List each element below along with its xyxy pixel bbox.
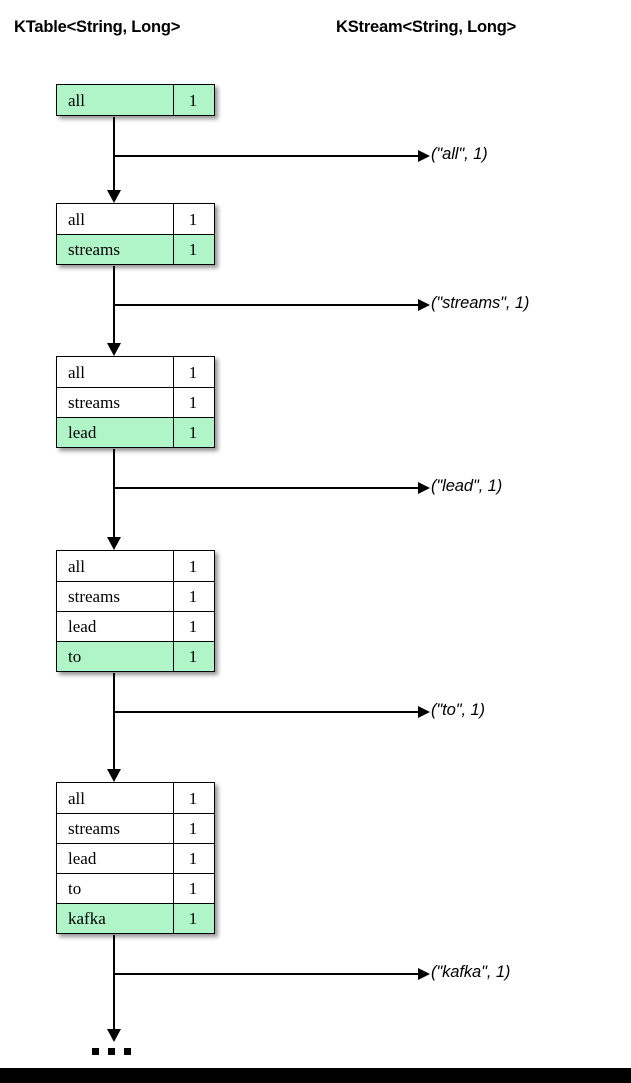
table-cell-value: 1 [188, 90, 198, 110]
connector-horizontal-line [114, 304, 420, 306]
table-cell-key: to [57, 874, 174, 903]
arrow-right-icon [418, 149, 430, 162]
column-header-kstream: KStream<String, Long> [336, 18, 517, 36]
arrow-down-icon [107, 537, 121, 550]
table-cell-value: 1 [188, 209, 198, 229]
arrow-down-icon [107, 1029, 121, 1042]
table-row: kafka 1 [57, 903, 214, 933]
table-cell-value: 1 [188, 909, 198, 928]
kstream-record-label: ("kafka", 1) [431, 963, 511, 982]
table-cell-key: all [57, 357, 174, 387]
arrow-down-icon [107, 769, 121, 782]
column-header-ktable: KTable<String, Long> [14, 18, 181, 36]
table-cell-value: 1 [188, 423, 198, 442]
table-row: all 1 [57, 783, 214, 813]
ellipsis-dot [108, 1048, 115, 1055]
connector-horizontal-line [114, 487, 420, 489]
ellipsis-dot [124, 1048, 131, 1055]
kstream-record-label: ("lead", 1) [431, 477, 503, 496]
connector-horizontal-line [114, 711, 420, 713]
table-row: to 1 [57, 641, 214, 671]
ellipsis-icon [92, 1048, 131, 1055]
table-cell-key: streams [57, 235, 174, 264]
table-row: to 1 [57, 873, 214, 903]
table-cell-key: all [57, 85, 174, 115]
table-row: all 1 [57, 357, 214, 387]
table-cell-value: 1 [188, 393, 198, 412]
connector-vertical-line [113, 449, 115, 538]
table-cell-key: all [57, 783, 174, 813]
table-cell-key: kafka [57, 904, 174, 933]
table-cell-key: all [57, 551, 174, 581]
ktable-snapshot: all 1 streams 1 lead 1 [56, 356, 215, 448]
table-cell-value: 1 [188, 879, 198, 898]
connector-vertical-line [113, 935, 115, 1030]
table-cell-key: lead [57, 844, 174, 873]
ktable-snapshot: all 1 streams 1 lead 1 to 1 [56, 550, 215, 672]
table-row: lead 1 [57, 417, 214, 447]
table-row: streams 1 [57, 813, 214, 843]
ktable-snapshot: all 1 streams 1 [56, 203, 215, 265]
bottom-black-bar [0, 1068, 631, 1083]
table-cell-value: 1 [188, 617, 198, 636]
table-row: streams 1 [57, 234, 214, 264]
table-cell-key: lead [57, 612, 174, 641]
table-row: lead 1 [57, 611, 214, 641]
table-cell-value: 1 [188, 788, 198, 808]
arrow-right-icon [418, 481, 430, 494]
table-cell-key: streams [57, 388, 174, 417]
arrow-right-icon [418, 705, 430, 718]
ktable-snapshot: all 1 [56, 84, 215, 116]
connector-vertical-line [113, 117, 115, 191]
table-row: streams 1 [57, 581, 214, 611]
connector-horizontal-line [114, 155, 420, 157]
arrow-down-icon [107, 343, 121, 356]
kstream-record-label: ("all", 1) [431, 145, 488, 164]
table-cell-value: 1 [188, 849, 198, 868]
connector-vertical-line [113, 673, 115, 770]
arrow-right-icon [418, 967, 430, 980]
table-row: streams 1 [57, 387, 214, 417]
table-cell-key: streams [57, 582, 174, 611]
kstream-record-label: ("streams", 1) [431, 294, 530, 313]
table-cell-value: 1 [188, 587, 198, 606]
table-cell-key: all [57, 204, 174, 234]
arrow-down-icon [107, 190, 121, 203]
table-cell-key: to [57, 642, 174, 671]
ellipsis-dot [92, 1048, 99, 1055]
table-cell-value: 1 [188, 362, 198, 382]
table-cell-value: 1 [188, 647, 198, 666]
table-cell-value: 1 [188, 819, 198, 838]
table-row: all 1 [57, 551, 214, 581]
table-row: all 1 [57, 204, 214, 234]
kstream-record-label: ("to", 1) [431, 701, 485, 720]
table-cell-key: streams [57, 814, 174, 843]
table-cell-value: 1 [188, 240, 198, 259]
table-cell-key: lead [57, 418, 174, 447]
arrow-right-icon [418, 298, 430, 311]
table-row: lead 1 [57, 843, 214, 873]
ktable-snapshot: all 1 streams 1 lead 1 to 1 kafka 1 [56, 782, 215, 934]
table-cell-value: 1 [188, 556, 198, 576]
table-row: all 1 [57, 85, 214, 115]
connector-horizontal-line [114, 973, 420, 975]
